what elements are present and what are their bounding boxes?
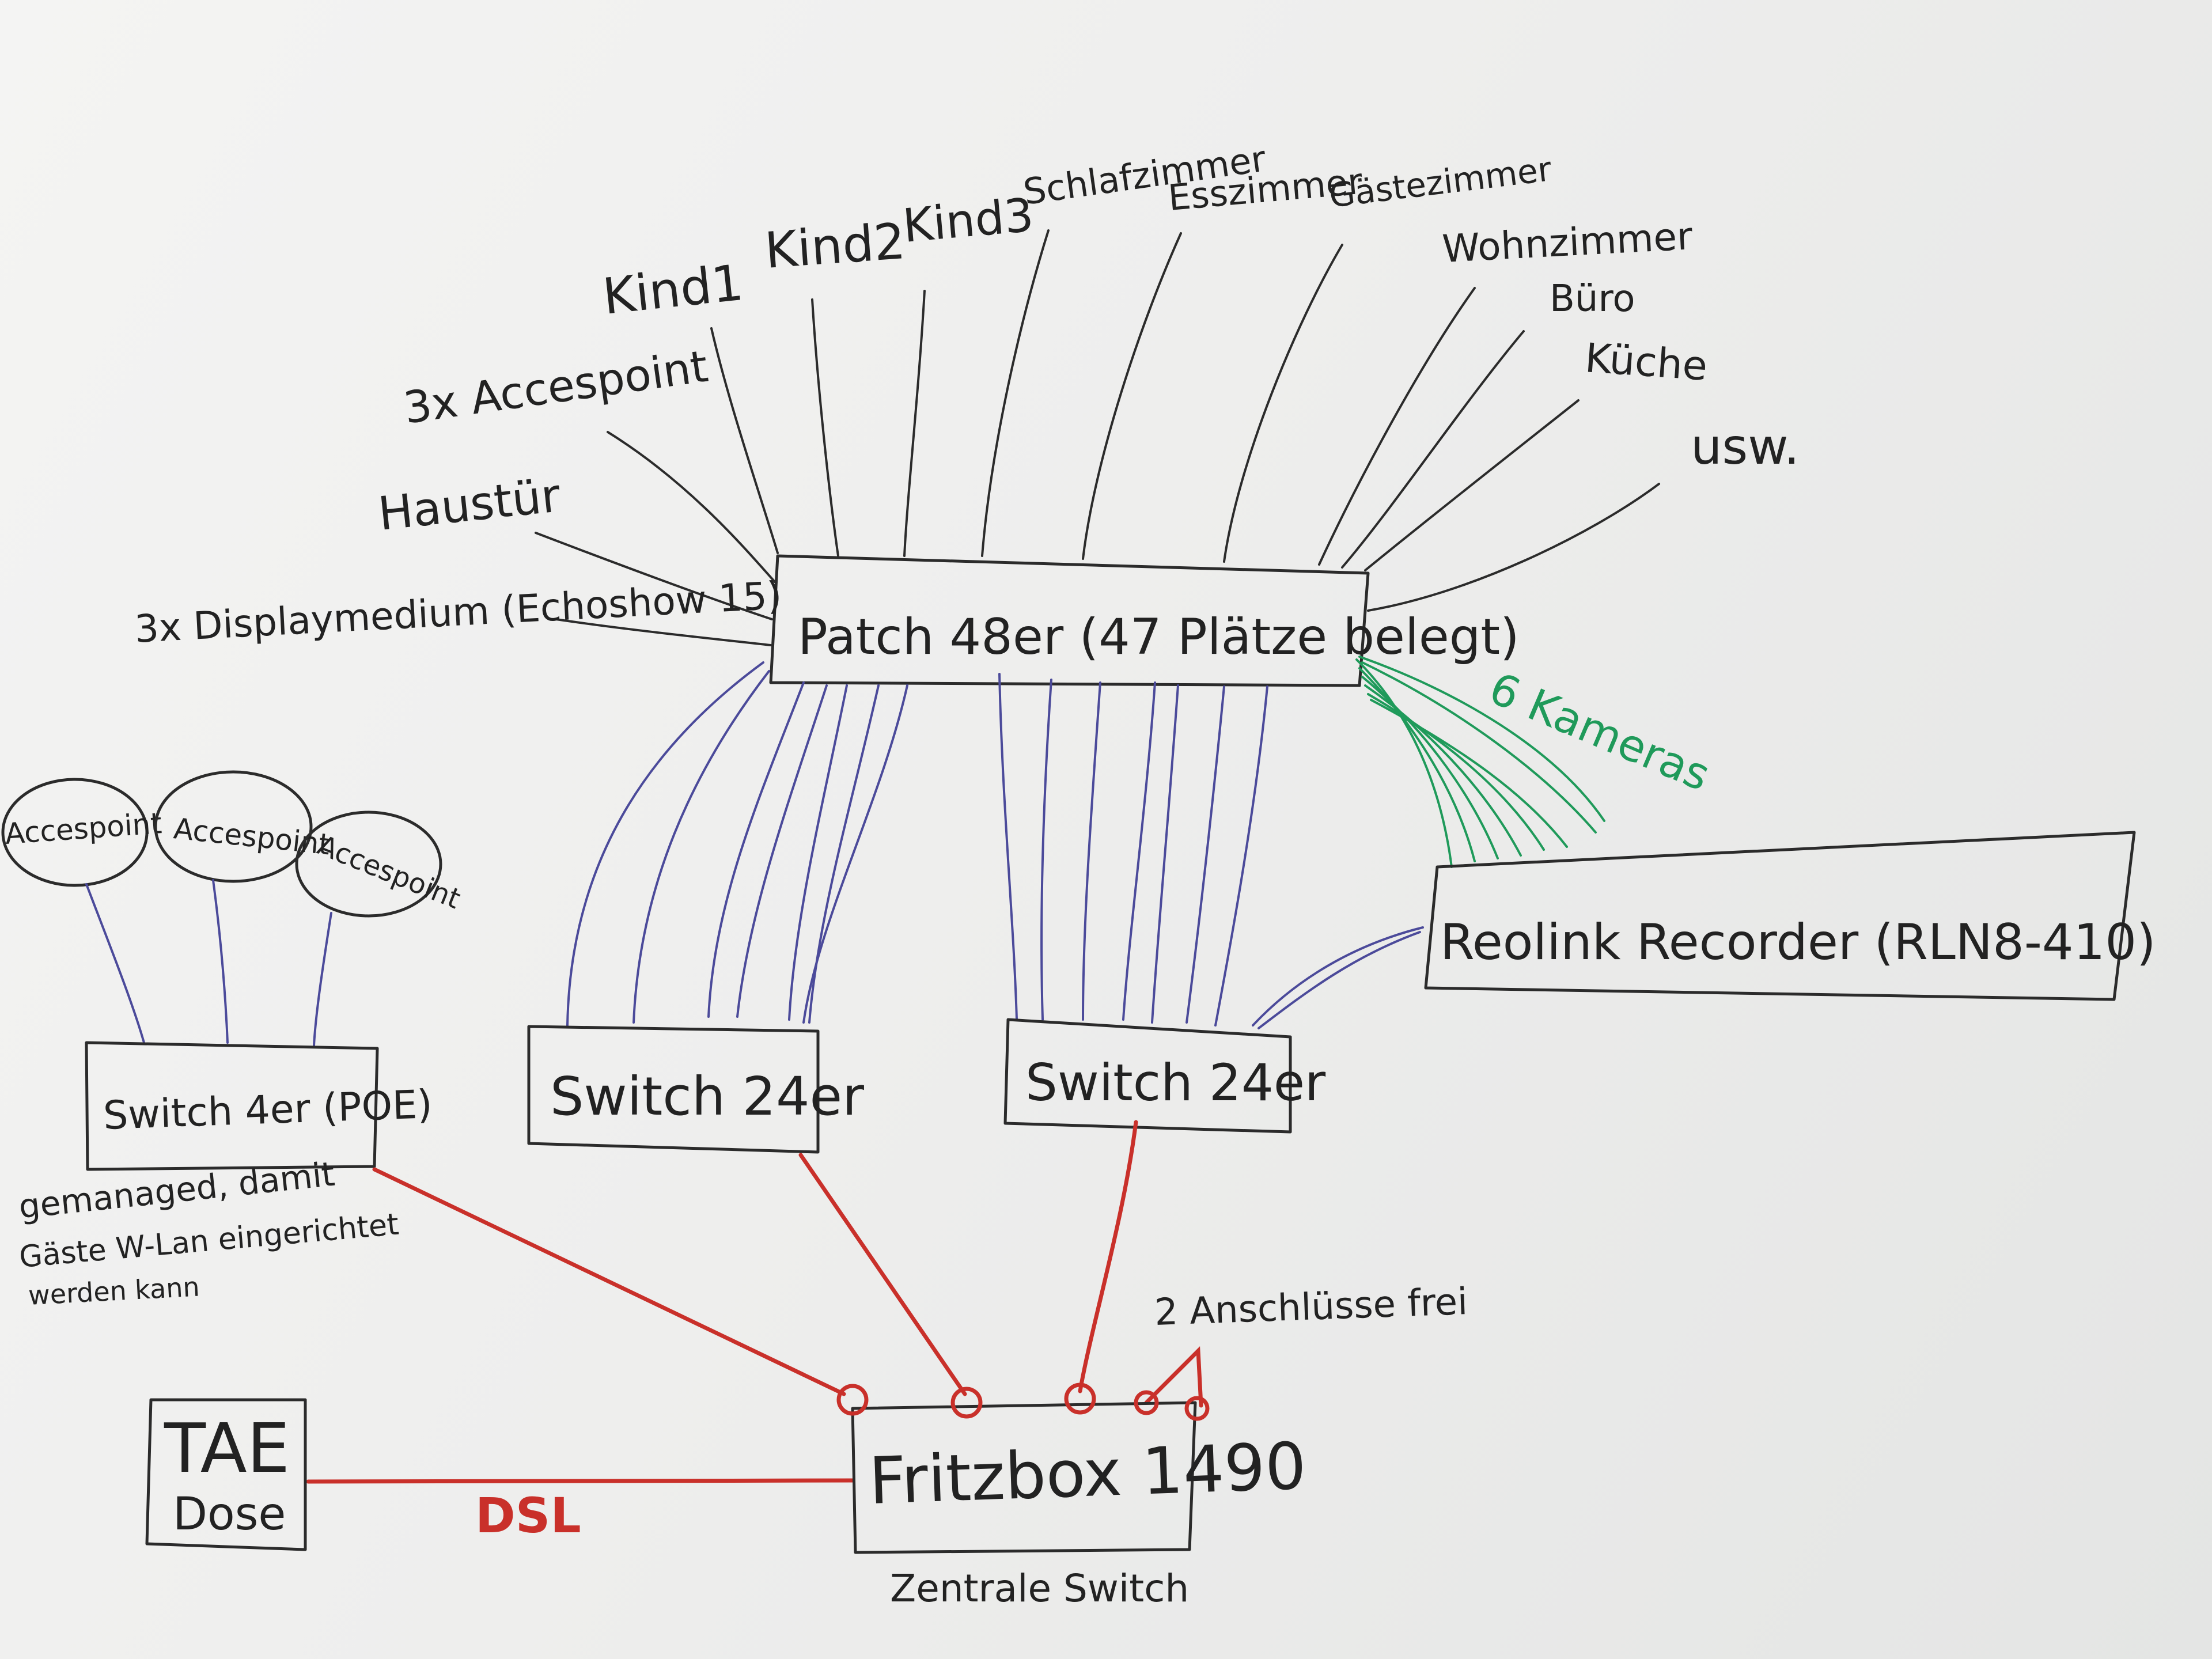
fritzbox-label: Fritzbox 1490 <box>868 1429 1307 1519</box>
room-label: Küche <box>1584 334 1709 390</box>
room-label: usw. <box>1691 418 1800 476</box>
switch-poe: Switch 4er (POE) <box>85 1041 433 1171</box>
dose-label: Dose <box>173 1488 286 1540</box>
room-label: Gästezimmer <box>1327 149 1554 215</box>
accesspoint-label: Accespoint <box>313 829 465 915</box>
accesspoint-node <box>1 778 149 887</box>
outlet-label-displays: 3x Displaymedium (Echoshow 15) <box>134 573 783 652</box>
room-label: Büro <box>1550 278 1635 320</box>
accesspoint-node <box>154 770 313 883</box>
accesspoint-node <box>295 810 442 918</box>
accesspoint-label: Accespoint <box>4 806 163 851</box>
room-label: Kind3 <box>901 188 1036 252</box>
port-free <box>1134 1390 1159 1415</box>
tae-dose-box: TAE Dose <box>145 1398 307 1551</box>
accesspoint-cables <box>85 879 332 1047</box>
ports-free-label: 2 Anschlüsse frei <box>1154 1281 1468 1334</box>
outlet-label-haustuer: Haustür <box>376 468 563 541</box>
cameras-label: 6 Kameras <box>1482 662 1717 801</box>
patch-panel-label: Patch 48er (47 Plätze belegt) <box>798 608 1520 666</box>
switch-poe-note-line3: werden kann <box>28 1271 200 1311</box>
left-outlet-cables <box>535 431 776 646</box>
accesspoint-bubbles: Accespoint Accespoint Accespoint <box>1 770 465 918</box>
fritzbox-box: Fritzbox 1490 <box>851 1401 1308 1554</box>
dsl-label: DSL <box>475 1487 581 1544</box>
outlet-label-accesspoints: 3x Accespoint <box>400 340 711 434</box>
room-cables <box>710 229 1660 612</box>
room-labels: Kind1 Kind2 Kind3 Schlafzimmer Esszimmer… <box>600 137 1800 476</box>
room-label: Wohnzimmer <box>1441 214 1694 271</box>
recorder-link-cable <box>1252 926 1424 1029</box>
room-label: Kind1 <box>600 254 746 326</box>
camera-cables <box>1355 656 1605 868</box>
uplink-cables <box>306 1120 1203 1484</box>
switch-poe-label: Switch 4er (POE) <box>103 1082 433 1139</box>
recorder-box: Reolink Recorder (RLN8-410) <box>1424 831 2156 1001</box>
port-used <box>950 1387 983 1419</box>
patch-panel: Patch 48er (47 Plätze belegt) <box>769 554 1520 687</box>
recorder-label: Reolink Recorder (RLN8-410) <box>1440 914 2156 971</box>
switch-24-a: Switch 24er <box>527 1025 864 1154</box>
fritzbox-caption: Zentrale Switch <box>890 1566 1189 1611</box>
switch-24-a-label: Switch 24er <box>550 1066 864 1127</box>
switch-24-b-label: Switch 24er <box>1025 1053 1326 1112</box>
port-used <box>836 1384 869 1416</box>
patch-cables-switch-a <box>566 661 908 1027</box>
room-label: Kind2 <box>763 213 907 280</box>
switch-24-b: Switch 24er <box>1003 1018 1326 1134</box>
port-free <box>1184 1396 1210 1421</box>
port-used <box>1064 1382 1096 1415</box>
fritzbox-ports <box>836 1382 1210 1421</box>
switch-poe-note-line1: gemanaged, damit <box>17 1154 336 1226</box>
patch-cables-switch-b <box>998 673 1268 1027</box>
tae-label: TAE <box>164 1408 290 1488</box>
